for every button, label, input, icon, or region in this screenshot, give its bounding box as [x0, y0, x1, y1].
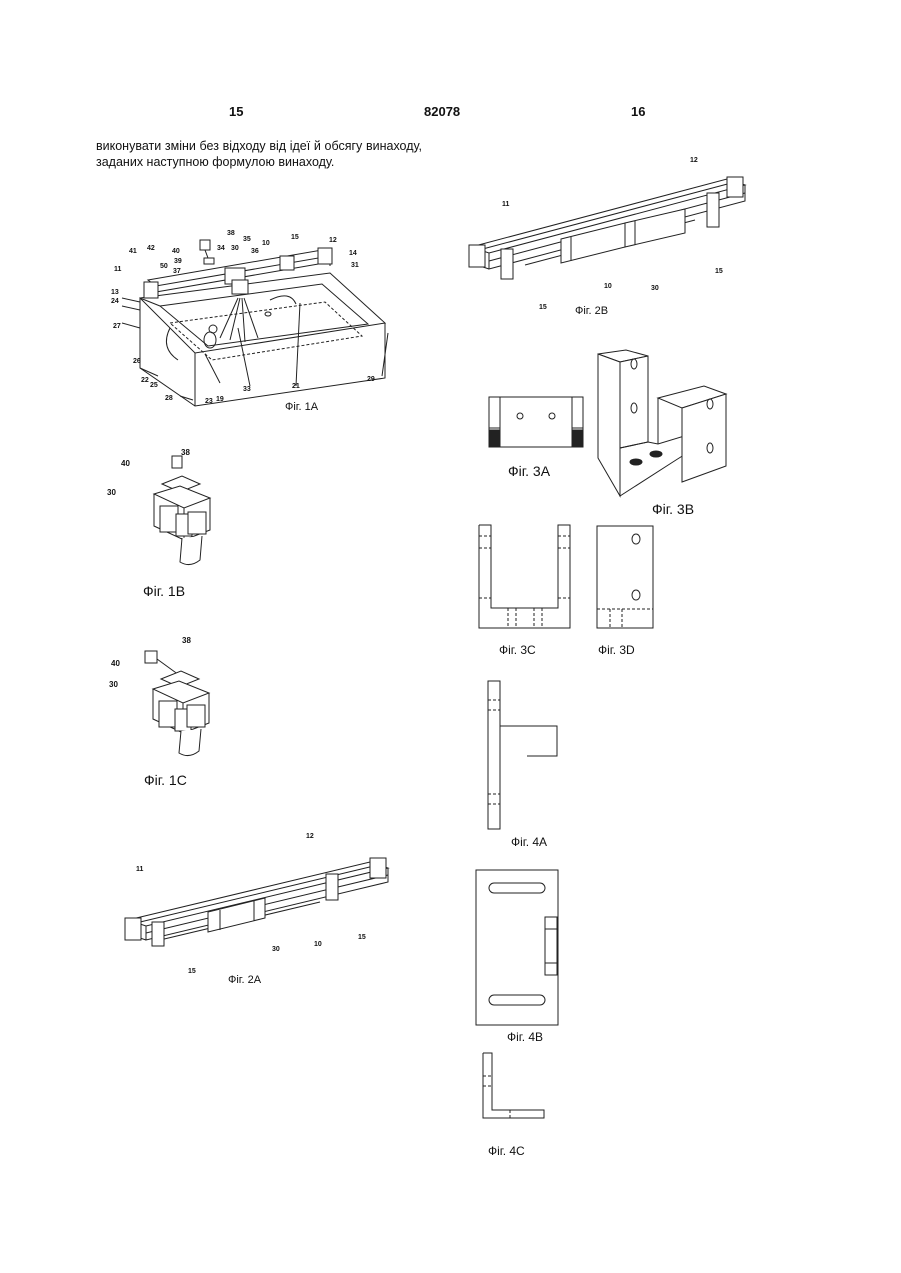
figure-3a-drawing [488, 396, 584, 448]
ref-label: 24 [111, 298, 119, 305]
ref-label: 11 [114, 266, 121, 273]
page-number-right: 16 [631, 104, 645, 119]
ref-label: 10 [604, 283, 612, 290]
ref-label: 41 [129, 248, 137, 255]
ref-label: 11 [136, 866, 143, 873]
ref-label: 40 [111, 659, 120, 668]
ref-label: 12 [306, 833, 314, 840]
figure-4b-caption: Фіг. 4В [507, 1030, 543, 1044]
body-paragraph: виконувати зміни без відходу від ідеї й … [96, 139, 422, 170]
ref-label: 38 [181, 448, 190, 457]
figure-1c-drawing [145, 645, 220, 760]
ref-label: 30 [109, 680, 118, 689]
ref-label: 30 [231, 245, 239, 252]
figure-4c-caption: Фіг. 4С [488, 1144, 525, 1158]
ref-label: 12 [329, 237, 337, 244]
ref-label: 13 [111, 289, 119, 296]
ref-label: 22 [141, 377, 149, 384]
ref-label: 12 [690, 157, 698, 164]
ref-label: 39 [174, 258, 182, 265]
ref-label: 15 [715, 268, 723, 275]
figure-2b-caption: Фіг. 2В [575, 305, 608, 317]
figure-4b-drawing [475, 869, 567, 1027]
ref-label: 30 [272, 946, 280, 953]
ref-label: 38 [227, 230, 235, 237]
page-number-left: 15 [229, 104, 243, 119]
figure-3d-drawing [596, 525, 656, 629]
ref-label: 30 [107, 488, 116, 497]
ref-label: 31 [351, 262, 359, 269]
figure-3c-drawing [478, 524, 572, 630]
figure-1c-caption: Фіг. 1С [144, 772, 187, 788]
ref-label: 25 [150, 382, 158, 389]
ref-label: 23 [205, 398, 213, 405]
ref-label: 15 [188, 968, 196, 975]
figure-4a-caption: Фіг. 4А [511, 835, 547, 849]
ref-label: 10 [262, 240, 270, 247]
ref-label: 29 [367, 376, 375, 383]
ref-label: 38 [182, 636, 191, 645]
ref-label: 21 [292, 383, 300, 390]
figure-1b-drawing [150, 450, 220, 570]
ref-label: 42 [147, 245, 155, 252]
figure-1b-caption: Фіг. 1В [143, 583, 185, 599]
ref-label: 33 [243, 386, 251, 393]
ref-label: 40 [172, 248, 180, 255]
ref-label: 30 [651, 285, 659, 292]
ref-label: 11 [502, 201, 509, 208]
figure-2b-drawing [465, 165, 755, 300]
ref-label: 10 [314, 941, 322, 948]
ref-label: 36 [251, 248, 259, 255]
figure-3b-caption: Фіг. 3В [652, 501, 694, 517]
ref-label: 50 [160, 263, 168, 270]
document-number: 82078 [424, 104, 460, 119]
figure-4a-drawing [487, 680, 559, 830]
figure-3a-caption: Фіг. 3А [508, 463, 550, 479]
figure-2a-caption: Фіг. 2А [228, 974, 261, 986]
figure-3d-caption: Фіг. 3D [598, 643, 635, 657]
figure-3c-caption: Фіг. 3С [499, 643, 536, 657]
ref-label: 37 [173, 268, 181, 275]
ref-label: 34 [217, 245, 225, 252]
figure-2a-drawing [120, 840, 400, 960]
ref-label: 15 [358, 934, 366, 941]
ref-label: 27 [113, 323, 121, 330]
figure-4c-drawing [482, 1052, 546, 1122]
ref-label: 26 [133, 358, 141, 365]
ref-label: 35 [243, 236, 251, 243]
ref-label: 15 [539, 304, 547, 311]
figure-1a-caption: Фіг. 1А [285, 401, 318, 413]
figure-3b-drawing [596, 348, 732, 498]
ref-label: 28 [165, 395, 173, 402]
ref-label: 19 [216, 396, 224, 403]
ref-label: 15 [291, 234, 299, 241]
ref-label: 14 [349, 250, 357, 257]
ref-label: 40 [121, 459, 130, 468]
